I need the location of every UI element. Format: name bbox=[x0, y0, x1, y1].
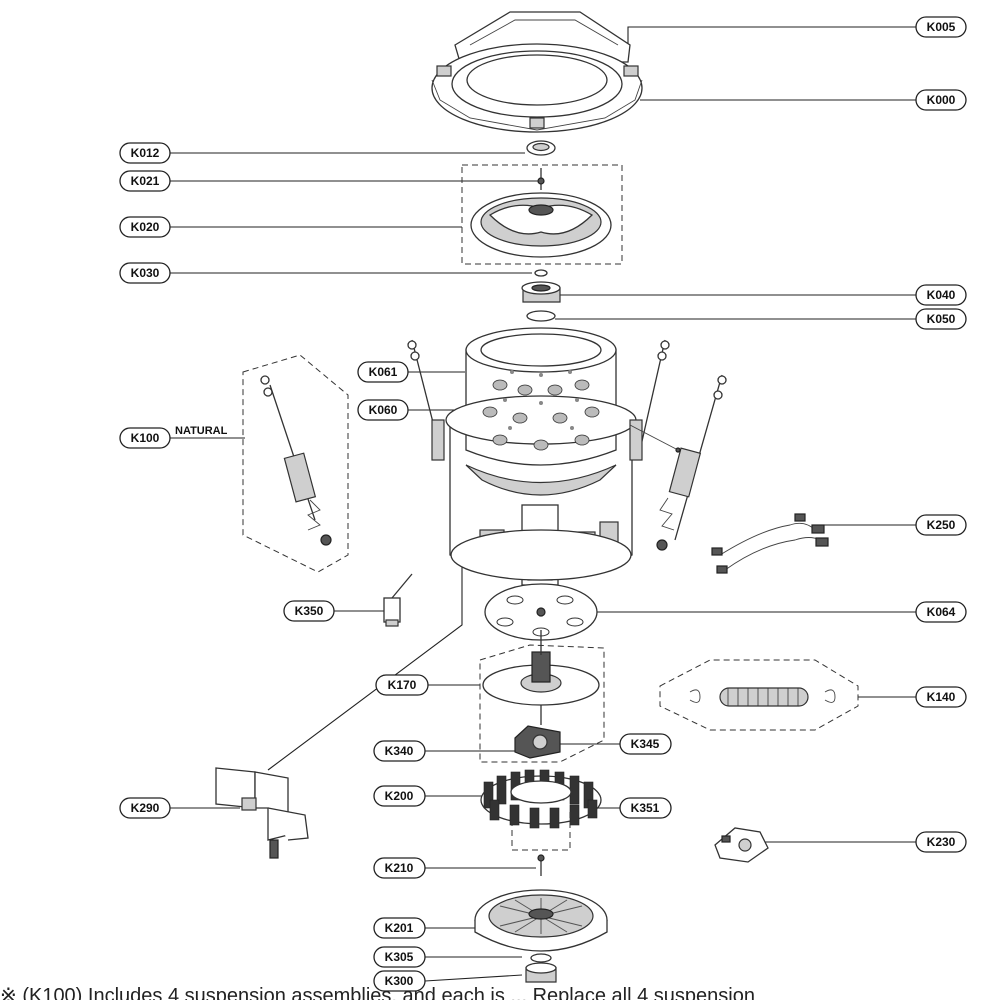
label-k345: K345 bbox=[619, 733, 672, 755]
label-k061: K061 bbox=[357, 361, 409, 383]
svg-text:K351: K351 bbox=[631, 801, 660, 815]
k140-hose-group bbox=[659, 659, 859, 731]
svg-text:K345: K345 bbox=[631, 737, 660, 751]
svg-text:K340: K340 bbox=[385, 744, 414, 758]
label-k340: K340 bbox=[373, 740, 426, 762]
svg-text:K350: K350 bbox=[295, 604, 324, 618]
svg-text:K230: K230 bbox=[927, 835, 956, 849]
label-k021: K021 bbox=[119, 170, 171, 192]
svg-text:K064: K064 bbox=[927, 605, 956, 619]
svg-text:K200: K200 bbox=[385, 789, 414, 803]
k170-group-outline bbox=[479, 644, 605, 763]
label-k140: K140 bbox=[915, 686, 967, 708]
label-k351: K351 bbox=[619, 797, 672, 819]
label-k005: K005 bbox=[915, 16, 967, 38]
label-k012: K012 bbox=[119, 142, 171, 164]
svg-text:K210: K210 bbox=[385, 861, 414, 875]
k021-bolt bbox=[537, 168, 545, 190]
label-k170: K170 bbox=[375, 674, 429, 696]
k100-suspension-group: NATURAL bbox=[175, 354, 349, 573]
k305-washer bbox=[530, 953, 552, 963]
drum-and-tub-assembly bbox=[445, 327, 637, 586]
svg-text:K005: K005 bbox=[927, 20, 956, 34]
svg-text:K170: K170 bbox=[388, 678, 417, 692]
svg-text:K100: K100 bbox=[131, 431, 160, 445]
tub-cover-assembly bbox=[431, 11, 643, 133]
natural-annotation: NATURAL bbox=[175, 425, 228, 437]
svg-text:K012: K012 bbox=[131, 146, 160, 160]
label-k290: K290 bbox=[119, 797, 171, 819]
leader-lines bbox=[170, 26, 916, 982]
svg-text:K000: K000 bbox=[927, 93, 956, 107]
label-k064: K064 bbox=[915, 601, 967, 623]
svg-text:K201: K201 bbox=[385, 921, 414, 935]
svg-text:K030: K030 bbox=[131, 266, 160, 280]
k012-cap bbox=[526, 140, 556, 156]
svg-text:K060: K060 bbox=[369, 403, 398, 417]
svg-text:K050: K050 bbox=[927, 312, 956, 326]
svg-text:K300: K300 bbox=[385, 974, 414, 988]
k290-bracket bbox=[215, 767, 309, 859]
label-k201: K201 bbox=[373, 917, 426, 939]
label-k250: K250 bbox=[915, 514, 967, 536]
label-k020: K020 bbox=[119, 216, 171, 238]
label-k200: K200 bbox=[373, 785, 426, 807]
label-k030: K030 bbox=[119, 262, 171, 284]
svg-text:K021: K021 bbox=[131, 174, 160, 188]
label-k300: K300 bbox=[373, 970, 426, 992]
svg-text:K140: K140 bbox=[927, 690, 956, 704]
k170-bracket bbox=[482, 630, 600, 706]
label-k210: K210 bbox=[373, 857, 426, 879]
k040-nut bbox=[521, 281, 561, 303]
label-k050: K050 bbox=[915, 308, 967, 330]
k340-k345-parts bbox=[514, 705, 561, 759]
k020-pulsator bbox=[470, 192, 612, 258]
svg-text:K290: K290 bbox=[131, 801, 160, 815]
svg-text:K250: K250 bbox=[927, 518, 956, 532]
k350-part bbox=[383, 573, 413, 627]
label-k305: K305 bbox=[373, 946, 426, 968]
k300-nut bbox=[525, 962, 557, 983]
svg-text:K020: K020 bbox=[131, 220, 160, 234]
pulsator-group-outline bbox=[461, 164, 623, 265]
k230-part bbox=[714, 827, 769, 863]
label-k350: K350 bbox=[283, 600, 335, 622]
svg-text:K040: K040 bbox=[927, 288, 956, 302]
label-k000: K000 bbox=[915, 89, 967, 111]
k030-washer bbox=[534, 269, 548, 277]
svg-text:K061: K061 bbox=[369, 365, 398, 379]
k064-plate bbox=[484, 583, 598, 641]
label-k060: K060 bbox=[357, 399, 409, 421]
footnote-text: ※ (K100) Includes 4 suspension assemblie… bbox=[0, 985, 755, 1000]
k250-wire-harness bbox=[711, 513, 829, 574]
label-k040: K040 bbox=[915, 284, 967, 306]
k210-bolt bbox=[537, 854, 545, 876]
k050-seal bbox=[526, 310, 556, 322]
svg-text:K305: K305 bbox=[385, 950, 414, 964]
k201-rotor bbox=[474, 889, 608, 952]
k200-stator bbox=[480, 769, 602, 851]
label-k230: K230 bbox=[915, 831, 967, 853]
suspension-rods bbox=[407, 339, 727, 551]
label-k100: K100 bbox=[119, 427, 171, 449]
